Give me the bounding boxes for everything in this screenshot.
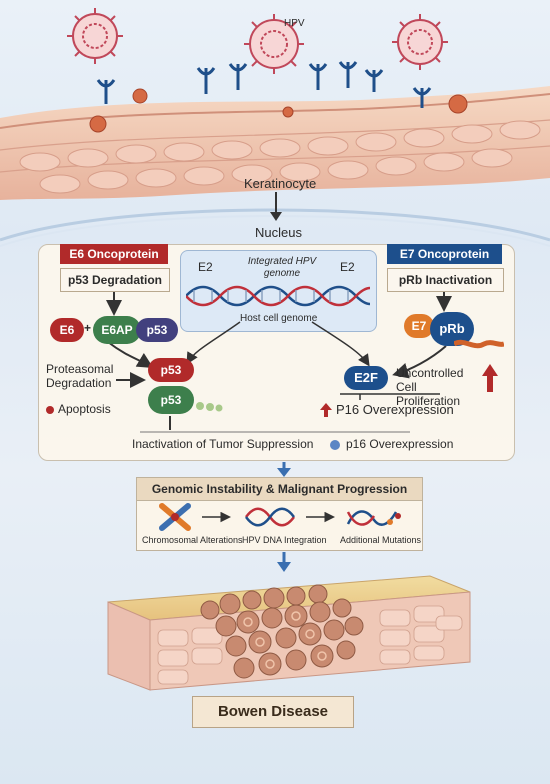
genomic-instability-title: Genomic Instability & Malignant Progress…: [137, 478, 422, 501]
uncontrolled-proliferation-label: Uncontrolled Cell Proliferation: [396, 366, 464, 408]
mutation-icon: [346, 510, 401, 526]
integrated-genome-label: Integrated HPV genome: [247, 256, 317, 279]
arrow-keratinocyte-to-nucleus: [270, 192, 282, 221]
e6-protein: E6: [50, 318, 84, 342]
prb-tail-icon: [454, 339, 504, 349]
dna-helix-icon: [186, 285, 370, 307]
keratinocyte-label: Keratinocyte: [244, 176, 317, 191]
hpv-dna-integration-label: HPV DNA Integration: [242, 535, 327, 545]
p53-complex-label: p53: [146, 323, 168, 337]
tumor-cells: [200, 584, 364, 679]
degraded-fragments: [196, 402, 223, 412]
genomic-instability-box: Genomic Instability & Malignant Progress…: [136, 477, 423, 551]
proteasomal-degradation-label: Proteasomal Degradation: [46, 362, 114, 390]
p16-legend-dot-icon: [330, 440, 340, 450]
e2f-label: E2F: [354, 370, 378, 385]
e2f-protein: E2F: [344, 366, 388, 390]
p53-lower-protein: p53: [148, 386, 194, 414]
hpv-label: HPV: [284, 18, 305, 29]
up-arrow-icon: [482, 364, 498, 392]
prb-label: pRb: [439, 321, 465, 336]
bowen-lesion-illustration: [107, 575, 471, 691]
p53-lower-label: p53: [160, 393, 182, 407]
p16-up-arrow-icon: [320, 403, 332, 417]
skin-surface-illustration: [0, 8, 550, 200]
p53-upper-label: p53: [160, 363, 182, 377]
e7-oncoprotein-header: E7 Oncoprotein: [387, 244, 502, 264]
apoptosis-label: Apoptosis: [58, 402, 111, 416]
e6-label: E6: [59, 323, 75, 337]
host-genome-label: Host cell genome: [240, 313, 318, 324]
p16-legend-label: p16 Overexpression: [346, 437, 454, 451]
e7-protein: E7: [404, 314, 434, 338]
receptor-group: [96, 61, 432, 108]
p53-protein-complex: p53: [136, 318, 178, 342]
e2-left-label: E2: [198, 260, 213, 274]
bowen-disease-label: Bowen Disease: [192, 696, 354, 728]
nucleus-label: Nucleus: [255, 225, 302, 240]
apoptosis-dot-icon: [46, 406, 54, 414]
prb-protein: pRb: [430, 312, 474, 346]
e7-label: E7: [411, 319, 427, 333]
inactivation-tumor-suppression-label: Inactivation of Tumor Suppression: [132, 437, 314, 451]
plus-sign: +: [84, 321, 92, 335]
e6ap-protein: E6AP: [93, 316, 141, 344]
nucleus-membrane: [0, 208, 550, 247]
e6-oncoprotein-header: E6 Oncoprotein: [60, 244, 168, 264]
hpv-virion-icons: [67, 8, 468, 133]
p16-overexpression-label: P16 Overexpression: [336, 402, 454, 417]
chromosomal-alterations-label: Chromosomal Alterations: [142, 535, 243, 545]
p53-upper-protein: p53: [148, 358, 194, 382]
additional-mutations-label: Additional Mutations: [340, 535, 422, 545]
progression-icons: [159, 503, 401, 531]
prb-inactivation-subheader: pRb Inactivation: [387, 268, 504, 292]
e2-right-label: E2: [340, 260, 355, 274]
chromosome-icon: [159, 503, 191, 531]
p53-degradation-subheader: p53 Degradation: [60, 268, 170, 292]
dna-integration-icon: [244, 507, 296, 527]
e6ap-label: E6AP: [101, 323, 133, 337]
